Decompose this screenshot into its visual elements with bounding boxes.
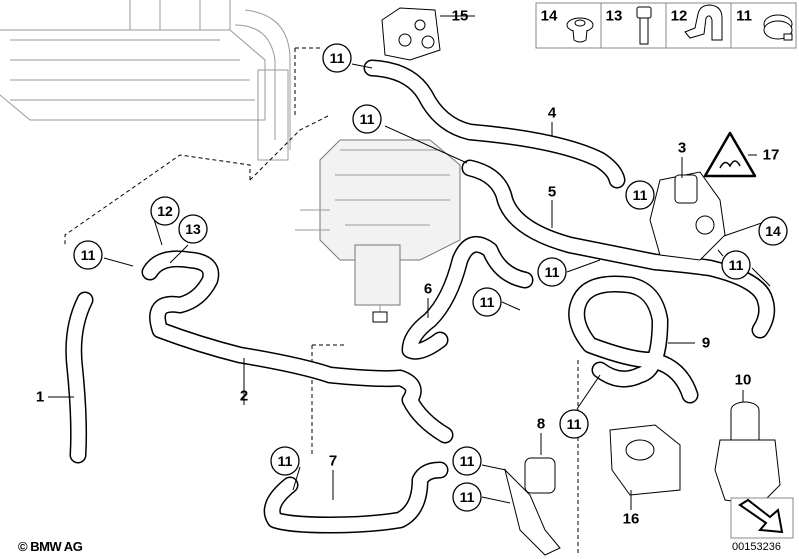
svg-text:11: 11 bbox=[360, 111, 375, 127]
callout-15: 15 bbox=[452, 8, 469, 25]
diagram-id: 00153236 bbox=[732, 541, 781, 553]
pump-10 bbox=[714, 401, 781, 506]
callout-3: 3 bbox=[678, 140, 686, 157]
callout-5: 5 bbox=[548, 184, 556, 201]
svg-text:11: 11 bbox=[480, 294, 495, 310]
svg-text:13: 13 bbox=[185, 221, 201, 237]
callout-9: 9 bbox=[702, 335, 710, 352]
hoses bbox=[65, 59, 776, 534]
pump-8 bbox=[504, 457, 561, 556]
svg-text:11: 11 bbox=[729, 257, 744, 273]
circled-callout-labels: 11 11 11 11 11 11 11 11 11 11 11 12 13 1… bbox=[81, 50, 781, 505]
svg-text:12: 12 bbox=[157, 203, 173, 219]
svg-text:11: 11 bbox=[567, 416, 582, 432]
svg-text:11: 11 bbox=[633, 187, 648, 203]
svg-text:11: 11 bbox=[460, 489, 475, 505]
dashed-reference-lines bbox=[64, 47, 579, 555]
leader-lines bbox=[48, 15, 774, 510]
svg-text:11: 11 bbox=[330, 50, 345, 66]
callout-7: 7 bbox=[329, 453, 337, 470]
view-direction-arrow-icon bbox=[730, 497, 794, 539]
bolt-icon bbox=[636, 6, 652, 45]
svg-text:14: 14 bbox=[541, 8, 558, 25]
warning-triangle-icon bbox=[703, 131, 757, 178]
callout-2: 2 bbox=[240, 388, 248, 405]
circled-callouts bbox=[73, 43, 788, 512]
bracket-15 bbox=[381, 7, 441, 61]
part-numbers: 1 2 3 4 5 6 7 8 9 10 15 16 17 bbox=[36, 8, 780, 528]
svg-text:11: 11 bbox=[81, 247, 96, 263]
copyright: © BMW AG bbox=[18, 539, 83, 554]
svg-text:14: 14 bbox=[765, 223, 781, 239]
callout-10: 10 bbox=[735, 372, 752, 389]
svg-text:11: 11 bbox=[545, 264, 560, 280]
holder-16 bbox=[609, 424, 681, 496]
callout-17: 17 bbox=[763, 147, 780, 164]
callout-4: 4 bbox=[548, 105, 557, 122]
heater-core-illustration bbox=[0, 0, 291, 161]
callout-8: 8 bbox=[537, 416, 545, 433]
callout-6: 6 bbox=[424, 281, 432, 298]
small-parts-legend: 14 13 12 11 bbox=[535, 2, 797, 49]
svg-text:13: 13 bbox=[606, 8, 623, 25]
svg-text:11: 11 bbox=[460, 453, 475, 469]
svg-text:11: 11 bbox=[736, 8, 752, 25]
callout-16: 16 bbox=[623, 511, 640, 528]
svg-text:12: 12 bbox=[671, 8, 688, 25]
auxiliary-heater-illustration bbox=[295, 139, 461, 323]
callout-1: 1 bbox=[36, 389, 44, 406]
grommet-icon bbox=[566, 17, 594, 43]
hose-clamp-icon bbox=[763, 14, 793, 41]
svg-text:11: 11 bbox=[278, 453, 293, 469]
clamp-icon bbox=[684, 4, 723, 41]
valve-3 bbox=[649, 171, 726, 261]
